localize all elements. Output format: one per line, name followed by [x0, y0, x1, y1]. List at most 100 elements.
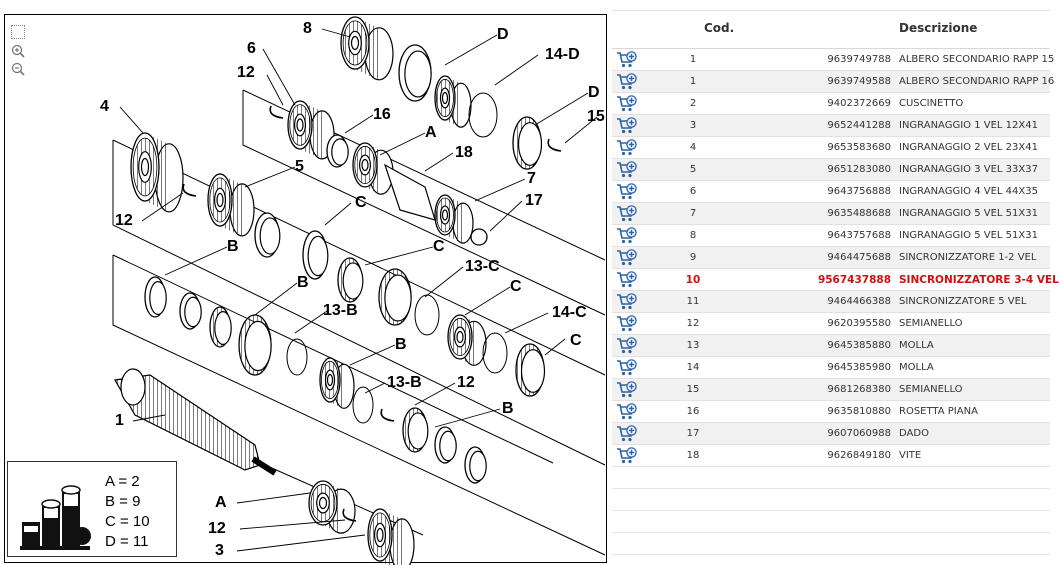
synchronizer-9 [319, 357, 355, 409]
half-ring-12-mid [182, 183, 197, 197]
empty-row [612, 511, 1050, 533]
column-header-code[interactable]: Cod. [704, 21, 735, 35]
callout-label[interactable]: 13-C [465, 258, 500, 275]
callout-label[interactable]: 17 [525, 192, 543, 209]
zoom-toolbar [11, 25, 27, 79]
callout-label[interactable]: B [227, 238, 239, 255]
zoom-out-icon[interactable] [11, 61, 25, 76]
add-to-cart-icon[interactable] [616, 381, 638, 399]
empty-row [612, 467, 1050, 489]
sync-ring-b-6 [434, 426, 457, 464]
bearing-a-bottom [308, 480, 356, 534]
table-row[interactable]: 10 9567437888 SINCRONIZZATORE 3-4 VEL [612, 269, 1059, 291]
callout-label[interactable]: 12 [208, 520, 226, 537]
add-to-cart-icon[interactable] [616, 337, 638, 355]
part-description: SINCRONIZZATORE 3-4 VEL [899, 274, 1059, 286]
add-to-cart-icon[interactable] [616, 315, 638, 333]
callout-label[interactable]: 13-B [387, 374, 422, 391]
callout-label[interactable]: C [355, 194, 367, 211]
callout-label[interactable]: A [215, 494, 227, 511]
part-code: 9651283080 [827, 164, 891, 175]
callout-label[interactable]: 4 [100, 98, 109, 115]
callout-label[interactable]: 3 [215, 542, 224, 559]
add-to-cart-icon[interactable] [616, 117, 638, 135]
callout-label[interactable]: C [570, 332, 582, 349]
add-to-cart-icon[interactable] [616, 359, 638, 377]
part-code: 9464475688 [827, 252, 891, 263]
column-header-description[interactable]: Descrizione [899, 21, 978, 35]
callout-label[interactable]: 1 [115, 412, 124, 429]
part-code: 9464466388 [827, 296, 891, 307]
callout-label[interactable]: 16 [373, 106, 391, 123]
add-to-cart-icon[interactable] [616, 73, 638, 91]
add-to-cart-icon[interactable] [616, 425, 638, 443]
add-to-cart-icon[interactable] [616, 271, 638, 289]
add-to-cart-icon[interactable] [616, 205, 638, 223]
add-to-cart-icon[interactable] [616, 447, 638, 465]
part-code: 9645385880 [827, 340, 891, 351]
callout-label[interactable]: 6 [247, 40, 256, 57]
zoom-in-icon[interactable] [11, 43, 25, 58]
callout-label[interactable]: D [497, 26, 509, 43]
add-to-cart-icon[interactable] [616, 403, 638, 421]
sync-ring-b-2 [179, 292, 202, 330]
part-code: 9567437888 [817, 274, 891, 286]
callout-label[interactable]: C [433, 238, 445, 255]
synchronizer-11 [434, 75, 472, 128]
gear-7 [434, 194, 474, 244]
add-to-cart-icon[interactable] [616, 95, 638, 113]
callout-label[interactable]: 12 [457, 374, 475, 391]
callout-label[interactable]: C [510, 278, 522, 295]
part-description: ALBERO SECONDARIO RAPP 16 [899, 76, 1055, 87]
fit-to-screen-icon[interactable] [11, 25, 25, 39]
callout-label[interactable]: B [297, 274, 309, 291]
callout-leader-lines [119, 28, 598, 552]
callout-label[interactable]: B [395, 336, 407, 353]
callout-label[interactable]: A [425, 124, 437, 141]
add-to-cart-icon[interactable] [616, 293, 638, 311]
part-number: 4 [689, 142, 697, 153]
add-to-cart-icon[interactable] [616, 161, 638, 179]
add-to-cart-icon[interactable] [616, 139, 638, 157]
part-description: INGRANAGGIO 5 VEL 51X31 [899, 208, 1038, 219]
callout-label[interactable]: 14-D [545, 46, 580, 63]
callout-label[interactable]: 14-C [552, 304, 587, 321]
callout-label[interactable]: 18 [455, 144, 473, 161]
part-number: 10 [685, 274, 701, 286]
part-description: ROSETTA PIANA [899, 406, 978, 417]
callout-label[interactable]: D [588, 84, 600, 101]
callout-label[interactable]: 8 [303, 20, 312, 37]
callout-label[interactable]: 13-B [323, 302, 358, 319]
add-to-cart-icon[interactable] [616, 249, 638, 267]
callout-label[interactable]: 7 [527, 170, 536, 187]
add-to-cart-icon[interactable] [616, 51, 638, 69]
callout-label[interactable]: 15 [587, 108, 605, 125]
callout-label[interactable]: 12 [115, 212, 133, 229]
add-to-cart-icon[interactable] [616, 227, 638, 245]
callout-label[interactable]: 5 [295, 158, 304, 175]
gear-5 [207, 173, 255, 237]
callout-label[interactable]: 12 [237, 64, 255, 81]
part-number: 12 [686, 318, 700, 329]
callout-label[interactable]: B [502, 400, 514, 417]
add-to-cart-icon[interactable] [616, 183, 638, 201]
